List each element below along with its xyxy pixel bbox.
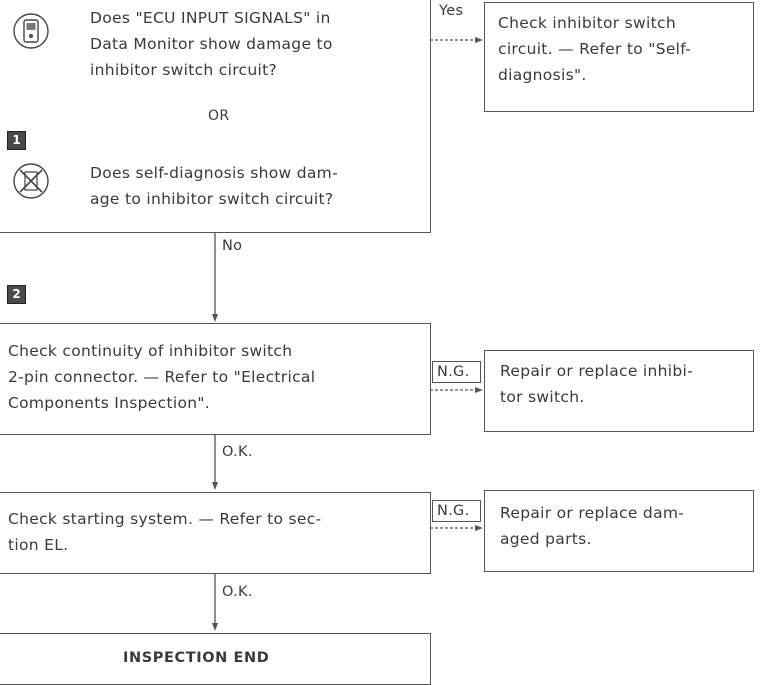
inspection-end-label: INSPECTION END: [123, 650, 270, 666]
ok-label-step3: O.K.: [222, 584, 253, 600]
yes-arrowhead: [475, 37, 483, 43]
ng-label-box-step3: [432, 500, 481, 522]
consult-tester-icon: [12, 12, 50, 54]
ok-arrowhead-step3: [212, 623, 218, 631]
ok-label-step2: O.K.: [222, 444, 253, 460]
ng-arrowhead-step2: [475, 387, 483, 393]
no-label: No: [222, 238, 243, 254]
step2-check-text: Check continuity of inhibitor switch 2-p…: [8, 342, 316, 412]
step1-question-b: Does self-diagnosis show dam- age to inh…: [90, 164, 338, 208]
step1-question-box: [0, 0, 431, 233]
step2-ng-action-box: [484, 350, 754, 432]
yes-action-box: [484, 2, 754, 112]
step1-question-a: Does "ECU INPUT SIGNALS" in Data Monitor…: [90, 9, 333, 79]
step3-ng-action-text: Repair or replace dam- aged parts.: [500, 504, 685, 548]
yes-label: Yes: [439, 3, 464, 19]
ng-arrowhead-step3: [475, 525, 483, 531]
step2-ng-action-text: Repair or replace inhibi- tor switch.: [500, 362, 694, 406]
step-badge-1: 1: [7, 131, 26, 150]
ng-label-step2: N.G.: [437, 364, 470, 380]
step2-check-box: [0, 323, 431, 435]
step3-check-text: Check starting system. — Refer to sec- t…: [8, 510, 322, 554]
or-label: OR: [208, 108, 230, 124]
no-arrowhead: [212, 314, 218, 322]
no-tools-icon: [12, 162, 50, 204]
step-badge-2: 2: [7, 285, 26, 304]
ng-label-step3: N.G.: [437, 503, 470, 519]
ok-arrowhead-step2: [212, 482, 218, 490]
inspection-end-box: [0, 633, 431, 685]
yes-action-text: Check inhibitor switch circuit. — Refer …: [498, 14, 692, 84]
step3-check-box: [0, 492, 431, 574]
ng-label-box-step2: [432, 361, 481, 383]
step3-ng-action-box: [484, 490, 754, 572]
